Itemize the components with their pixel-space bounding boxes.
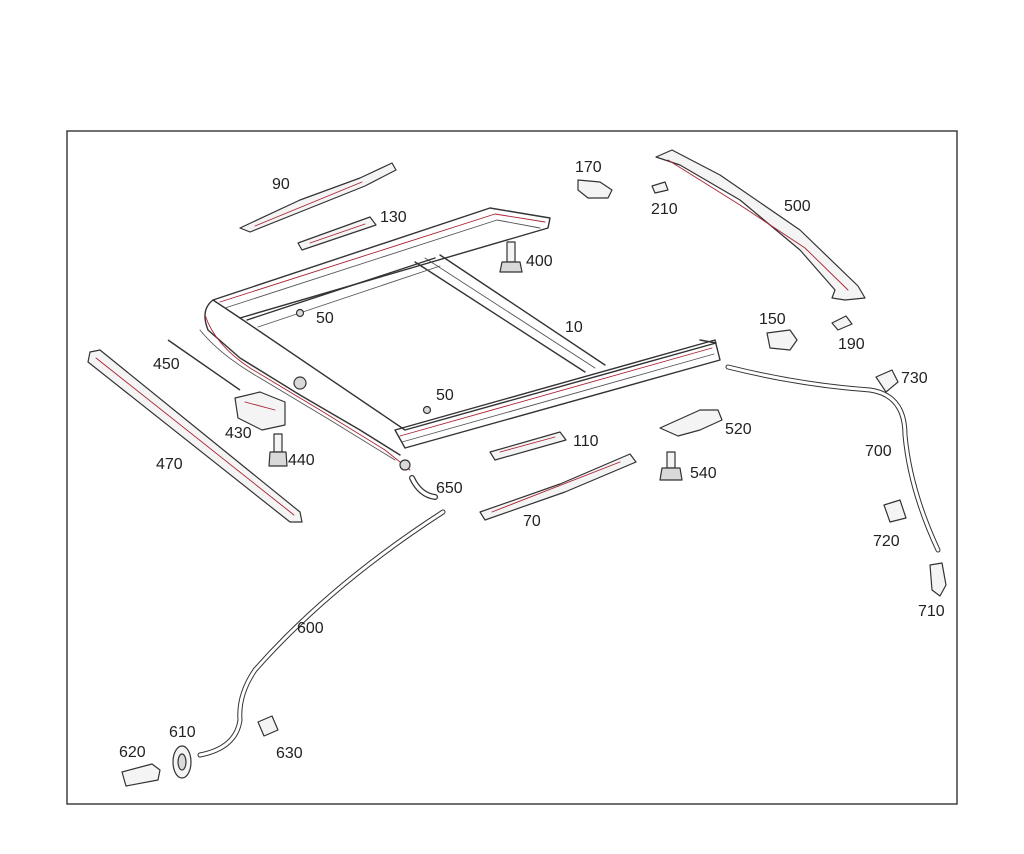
label-150: 150 [759, 311, 786, 328]
part-730-clip[interactable] [875, 369, 899, 393]
part-610-grommet[interactable] [172, 745, 192, 779]
part-110-bracket[interactable] [489, 431, 567, 461]
part-50b-screw[interactable] [422, 405, 432, 415]
diagram-frame [66, 130, 958, 805]
part-400-screw[interactable] [499, 241, 523, 273]
label-620: 620 [119, 744, 146, 761]
label-450: 450 [153, 356, 180, 373]
label-170: 170 [575, 159, 602, 176]
label-50a: 50 [316, 310, 334, 327]
label-210: 210 [651, 201, 678, 218]
part-90-bracket[interactable] [239, 162, 397, 233]
part-720-clip[interactable] [883, 499, 907, 523]
part-450-cable[interactable] [167, 339, 241, 391]
label-90: 90 [272, 176, 290, 193]
part-600-drain-hose[interactable] [197, 509, 446, 758]
part-630-clip[interactable] [257, 715, 279, 737]
label-130: 130 [380, 209, 407, 226]
part-470-seal[interactable] [87, 349, 303, 523]
part-10-frame[interactable] [199, 207, 721, 471]
part-700-drain-hose[interactable] [725, 364, 941, 553]
part-440-bolt[interactable] [268, 433, 288, 467]
part-130-bracket[interactable] [297, 216, 377, 251]
label-540: 540 [690, 465, 717, 482]
label-720: 720 [873, 533, 900, 550]
label-440: 440 [288, 452, 315, 469]
part-50a-screw[interactable] [295, 308, 305, 318]
label-710: 710 [918, 603, 945, 620]
label-600: 600 [297, 620, 324, 637]
label-500: 500 [784, 198, 811, 215]
label-50b: 50 [436, 387, 454, 404]
label-520: 520 [725, 421, 752, 438]
label-400: 400 [526, 253, 553, 270]
label-430: 430 [225, 425, 252, 442]
label-70: 70 [523, 513, 541, 530]
label-10: 10 [565, 319, 583, 336]
part-70-rail[interactable] [479, 453, 637, 521]
part-210-clip[interactable] [651, 181, 669, 194]
label-700: 700 [865, 443, 892, 460]
label-650: 650 [436, 480, 463, 497]
part-620-valve[interactable] [121, 763, 161, 787]
part-520-bracket[interactable] [659, 409, 723, 437]
part-540-bolt[interactable] [659, 451, 683, 481]
label-630: 630 [276, 745, 303, 762]
label-470: 470 [156, 456, 183, 473]
part-170-clip[interactable] [577, 179, 613, 199]
part-430-motor[interactable] [234, 391, 286, 431]
label-110: 110 [573, 433, 599, 450]
part-650-elbow[interactable] [409, 475, 438, 500]
label-610: 610 [169, 724, 196, 741]
part-710-valve[interactable] [929, 562, 947, 597]
part-190-clip[interactable] [831, 315, 853, 331]
label-730: 730 [901, 370, 928, 387]
part-500-trim[interactable] [655, 149, 866, 301]
label-190: 190 [838, 336, 865, 353]
part-150-clip[interactable] [766, 329, 798, 351]
